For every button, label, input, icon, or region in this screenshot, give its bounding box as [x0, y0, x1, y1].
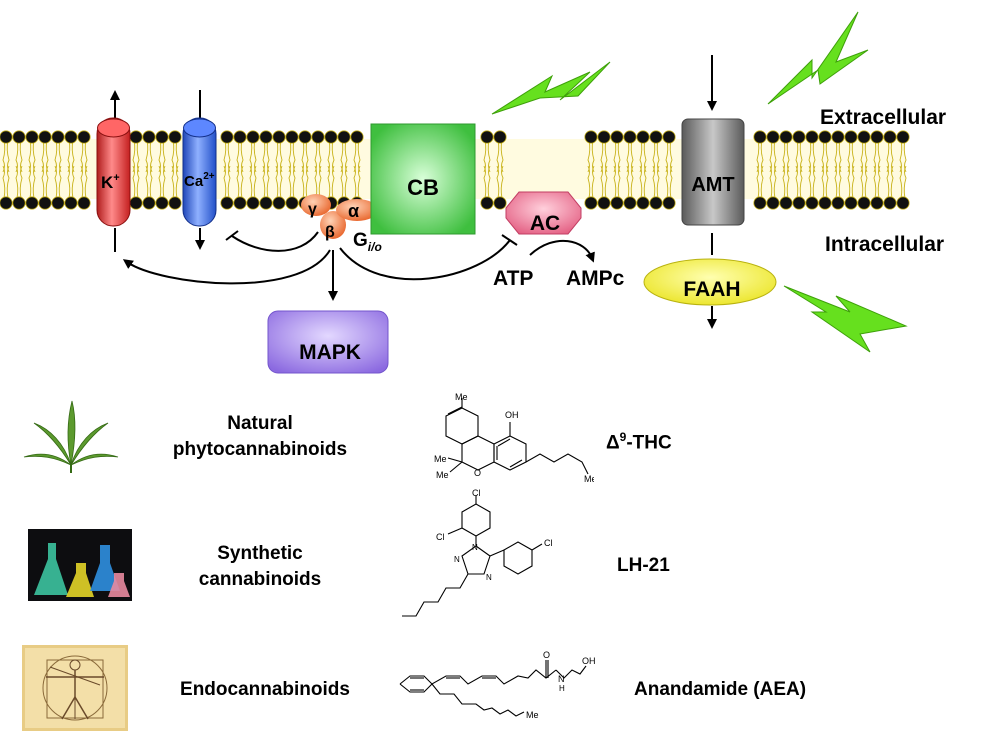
synthetic-class-label: Synthetic cannabinoids [198, 543, 322, 590]
svg-text:Cl: Cl [544, 538, 553, 548]
cb-receptor: CB [370, 123, 476, 235]
k-label: K+ [101, 172, 120, 192]
svg-text:N: N [472, 543, 478, 552]
ac-label: AC [530, 212, 560, 235]
ampc-label: AMPc [566, 267, 625, 290]
gamma-subunit-label: γ [308, 201, 317, 218]
svg-text:OH: OH [582, 656, 596, 666]
beta-subunit-label: β [325, 224, 335, 241]
signaling-arrows [122, 230, 595, 301]
calcium-channel: Ca2+ [182, 90, 217, 250]
svg-text:Cl: Cl [472, 488, 481, 498]
lab-flasks-icon [28, 529, 132, 601]
g-protein: γ β α Gi/o [301, 194, 382, 254]
intracellular-label: Intracellular [825, 233, 944, 256]
lightning-bolt-icon [491, 61, 611, 115]
thc-compound-label: Δ9-THC [606, 430, 672, 454]
natural-class-label: Natural phytocannabinoids [172, 413, 348, 460]
lh21-compound-label: LH-21 [617, 555, 670, 576]
svg-text:H: H [559, 684, 565, 693]
svg-text:Me: Me [434, 454, 447, 464]
svg-text:N: N [486, 573, 492, 582]
lightning-bolt-icon [767, 11, 869, 105]
amt-label: AMT [691, 174, 734, 196]
endo-class-label: Endocannabinoids [180, 679, 350, 700]
svg-text:O: O [474, 468, 481, 478]
svg-text:Cl: Cl [436, 532, 445, 542]
adenylyl-cyclase: AC [505, 191, 582, 235]
svg-text:N: N [454, 555, 460, 564]
amt-transporter: AMT [681, 55, 745, 255]
svg-text:OH: OH [505, 410, 519, 420]
svg-text:Me: Me [526, 710, 539, 720]
mapk-kinase: MAPK [267, 310, 389, 374]
anandamide-compound-label: Anandamide (AEA) [634, 679, 807, 700]
extracellular-label: Extracellular [820, 106, 946, 129]
vitruvian-man-icon [22, 645, 128, 731]
thc-structure: OH Me Me Me Me O [434, 392, 594, 484]
potassium-channel: K+ [96, 90, 131, 252]
svg-text:Me: Me [436, 470, 449, 480]
g-protein-label: Gi/o [353, 230, 382, 254]
lightning-bolt-icon [783, 285, 908, 353]
cannabis-leaf-icon [20, 399, 122, 473]
svg-text:Me: Me [584, 474, 594, 484]
svg-text:O: O [543, 650, 550, 660]
atp-label: ATP [493, 267, 533, 290]
anandamide-structure: O N H OH Me [399, 650, 596, 720]
cb-label: CB [407, 175, 439, 200]
alpha-subunit-label: α [348, 201, 359, 221]
mapk-label: MAPK [299, 341, 361, 364]
ca-label: Ca2+ [184, 171, 215, 190]
svg-text:N: N [558, 674, 565, 684]
signaling-diagram: K+ Ca2+ γ β α Gi/o CB AC AMT FAAH [0, 11, 946, 374]
faah-enzyme: FAAH [643, 258, 777, 329]
lh21-structure: Cl Cl Cl N N N [402, 488, 553, 617]
faah-label: FAAH [683, 278, 740, 301]
svg-text:Me: Me [455, 392, 468, 402]
